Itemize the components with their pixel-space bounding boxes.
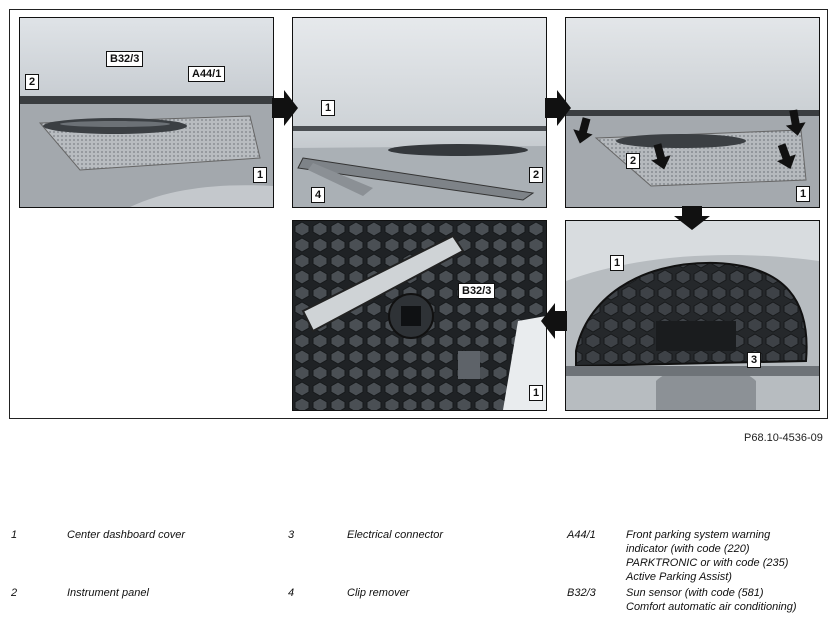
legend-key-3: 3 bbox=[288, 529, 295, 541]
callout-3-p4: 3 bbox=[747, 352, 762, 368]
legend-text-a44-1-line3: PARKTRONIC or with code (235) bbox=[626, 557, 789, 569]
callout-4-p2: 4 bbox=[311, 187, 326, 203]
legend-key-1: 1 bbox=[11, 529, 18, 541]
callout-1-p1: 1 bbox=[253, 167, 268, 183]
legend-text-2: Instrument panel bbox=[67, 587, 149, 599]
figure-reference: P68.10-4536-09 bbox=[744, 432, 823, 444]
callout-2-p3: 2 bbox=[626, 153, 641, 169]
callout-1-p3: 1 bbox=[796, 186, 811, 202]
arrow-down-icon bbox=[674, 206, 710, 230]
legend-text-a44-1-line1: Front parking system warning bbox=[626, 529, 771, 541]
callout-a44-1-p1: A44/1 bbox=[188, 66, 226, 82]
arrow-right-2-icon bbox=[545, 90, 571, 126]
legend-key-b32-3: B32/3 bbox=[567, 587, 596, 599]
legend-text-b32-3-line1: Sun sensor (with code (581) bbox=[626, 587, 764, 599]
legend-text-a44-1-line2: indicator (with code (220) bbox=[626, 543, 750, 555]
callout-2-p1: 2 bbox=[25, 74, 40, 90]
legend-key-4: 4 bbox=[288, 587, 295, 599]
callout-b32-3-p1: B32/3 bbox=[106, 51, 144, 67]
arrow-left-icon bbox=[541, 303, 567, 339]
photo-panel-3 bbox=[565, 17, 820, 208]
photo-panel-1 bbox=[19, 17, 274, 208]
callout-1-p2: 1 bbox=[321, 100, 336, 116]
photo-panel-5 bbox=[292, 220, 547, 411]
photo-panel-2 bbox=[292, 17, 547, 208]
legend-text-1: Center dashboard cover bbox=[67, 529, 186, 541]
legend-text-a44-1-line4: Active Parking Assist) bbox=[626, 571, 732, 583]
photo-panel-4 bbox=[565, 220, 820, 411]
callout-2-p2: 2 bbox=[529, 167, 544, 183]
callout-1-p5: 1 bbox=[529, 385, 544, 401]
callout-1-p4: 1 bbox=[610, 255, 625, 271]
callout-b32-3-p5: B32/3 bbox=[458, 283, 496, 299]
legend-key-a44-1: A44/1 bbox=[567, 529, 596, 541]
legend-text-4: Clip remover bbox=[347, 587, 410, 599]
legend-key-2: 2 bbox=[11, 587, 18, 599]
legend-text-3: Electrical connector bbox=[347, 529, 443, 541]
arrow-right-1-icon bbox=[272, 90, 298, 126]
figure-frame: B32/3 A44/1 2 1 1 4 2 bbox=[9, 9, 828, 419]
legend-text-b32-3-line2: Comfort automatic air conditioning) bbox=[626, 601, 797, 613]
